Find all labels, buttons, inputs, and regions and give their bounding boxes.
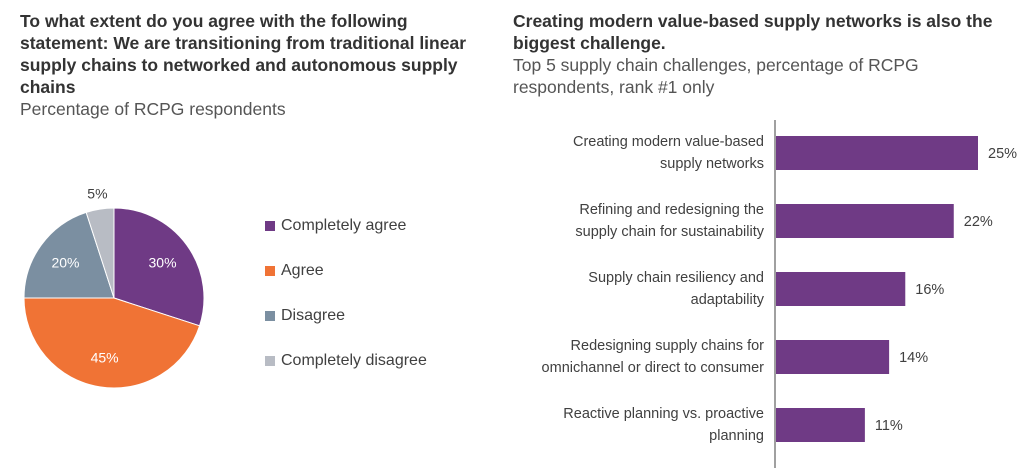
pie-chart: 30% 45% 20% 5% <box>23 185 205 389</box>
legend-swatch <box>265 221 275 231</box>
legend-swatch <box>265 266 275 276</box>
pie-slice-completely-agree <box>113 207 205 327</box>
pie-slice-completely-disagree <box>85 207 115 299</box>
bar-2 <box>776 204 954 238</box>
bar-data-label-3: 16% <box>915 282 944 298</box>
bar-chart-subtitle: Top 5 supply chain challenges, percentag… <box>513 55 919 97</box>
pie-data-label-completely-disagree: 5% <box>87 185 107 201</box>
pie-chart-subtitle: Percentage of RCPG respondents <box>20 99 286 119</box>
pie-data-label-disagree: 20% <box>51 255 79 271</box>
pie-chart-panel: To what extent do you agree with the fol… <box>0 0 500 468</box>
legend-label: Completely disagree <box>281 352 427 369</box>
bar-4 <box>776 340 890 374</box>
bar-data-label-1: 25% <box>988 146 1017 162</box>
bar-chart-panel: Creating modern value-based supply netwo… <box>505 0 1024 468</box>
pie-slice-disagree <box>23 211 115 299</box>
legend-swatch <box>265 356 275 366</box>
bar-1 <box>776 136 978 170</box>
legend-item-completely-disagree: Completely disagree <box>265 350 427 372</box>
pie-data-label-agree: 45% <box>91 349 119 365</box>
legend-item-completely-agree: Completely agree <box>265 215 406 237</box>
pie-chart-title: To what extent do you agree with the fol… <box>20 11 467 97</box>
bar-chart: 25% 22% 16% 14% 11% <box>774 120 1017 468</box>
pie-slice-agree <box>23 297 201 389</box>
legend-label: Agree <box>281 262 324 279</box>
legend-label: Disagree <box>281 307 346 324</box>
bar-chart-title: Creating modern value-based supply netwo… <box>513 11 993 53</box>
legend-swatch <box>265 311 275 321</box>
bar-5 <box>776 408 865 442</box>
bar-3 <box>776 272 906 306</box>
legend-label: Completely agree <box>281 217 407 234</box>
bar-data-label-4: 14% <box>899 350 928 366</box>
legend-item-disagree: Disagree <box>265 305 345 327</box>
pie-data-label-completely-agree: 30% <box>149 255 177 271</box>
legend-item-agree: Agree <box>265 260 324 282</box>
bar-data-label-2: 22% <box>964 214 993 230</box>
bar-data-label-5: 11% <box>875 418 903 434</box>
